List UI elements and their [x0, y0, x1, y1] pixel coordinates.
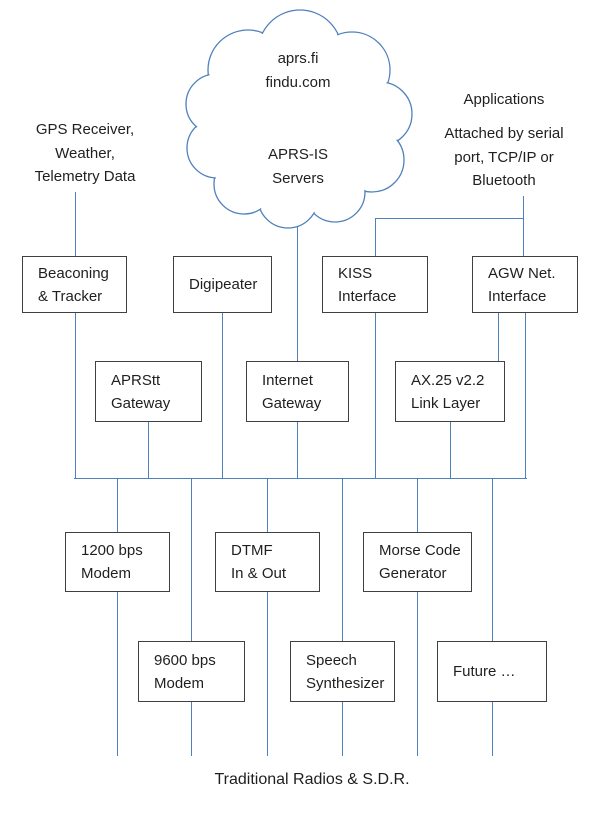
connector-dtmf-to-radio	[267, 592, 268, 756]
cloud-services-label: aprs.fi findu.com	[265, 50, 331, 91]
node-modem-9600bps: 9600 bps Modem	[138, 641, 245, 702]
node-future: Future …	[437, 641, 547, 702]
connector-modem1200-to-radio	[117, 592, 118, 756]
internet-cloud-icon	[185, 9, 413, 229]
connector-ax25-to-bus	[450, 422, 451, 478]
node-dtmf-in-out: DTMF In & Out	[215, 532, 320, 592]
connector-digipeater-to-bus	[222, 313, 223, 478]
connector-morse-to-radio	[417, 592, 418, 756]
node-digipeater: Digipeater	[173, 256, 272, 313]
connector-bus-to-morse	[417, 478, 418, 532]
connector-bus-to-modem1200	[117, 478, 118, 532]
connector-bus-to-modem9600	[191, 478, 192, 641]
node-beaconing-tracker: Beaconing & Tracker	[22, 256, 127, 313]
node-internet-gateway: Internet Gateway	[246, 361, 349, 422]
connector-internet-to-bus	[297, 422, 298, 478]
node-ax25-link-layer: AX.25 v2.2 Link Layer	[395, 361, 505, 422]
connector-bus-to-future	[492, 478, 493, 641]
connector-serial-to-kiss	[375, 218, 376, 256]
connector-beaconing-to-bus	[75, 313, 76, 478]
connector-bus-to-speech	[342, 478, 343, 641]
connector-agw-to-ax25	[498, 313, 499, 361]
connector-serial-branch	[375, 218, 524, 219]
applications-label: Applications	[463, 91, 545, 108]
connector-modem9600-to-radio	[191, 702, 192, 756]
bus-line	[74, 478, 527, 479]
connector-agw-to-bus	[525, 313, 526, 478]
node-morse-code-generator: Morse Code Generator	[363, 532, 472, 592]
connector-serial-to-agw	[523, 196, 524, 256]
connector-bus-to-dtmf	[267, 478, 268, 532]
connector-gps-to-beaconing	[75, 192, 76, 256]
connector-aprstt-to-bus	[148, 422, 149, 478]
connector-cloud-to-internet-gateway	[297, 226, 298, 361]
serial-connection-label: Attached by serial port, TCP/IP or Bluet…	[444, 125, 564, 189]
connector-future-to-radio	[492, 702, 493, 756]
cloud-aprs-is-label: APRS-IS Servers	[267, 146, 328, 187]
node-kiss-interface: KISS Interface	[322, 256, 428, 313]
node-agw-net-interface: AGW Net. Interface	[472, 256, 578, 313]
node-aprstt-gateway: APRStt Gateway	[95, 361, 202, 422]
node-speech-synthesizer: Speech Synthesizer	[290, 641, 395, 702]
connector-speech-to-radio	[342, 702, 343, 756]
node-modem-1200bps: 1200 bps Modem	[65, 532, 170, 592]
traditional-radios-label: Traditional Radios & S.D.R.	[214, 771, 410, 788]
gps-weather-telemetry-label: GPS Receiver, Weather, Telemetry Data	[34, 121, 136, 185]
connector-kiss-to-bus	[375, 313, 376, 478]
